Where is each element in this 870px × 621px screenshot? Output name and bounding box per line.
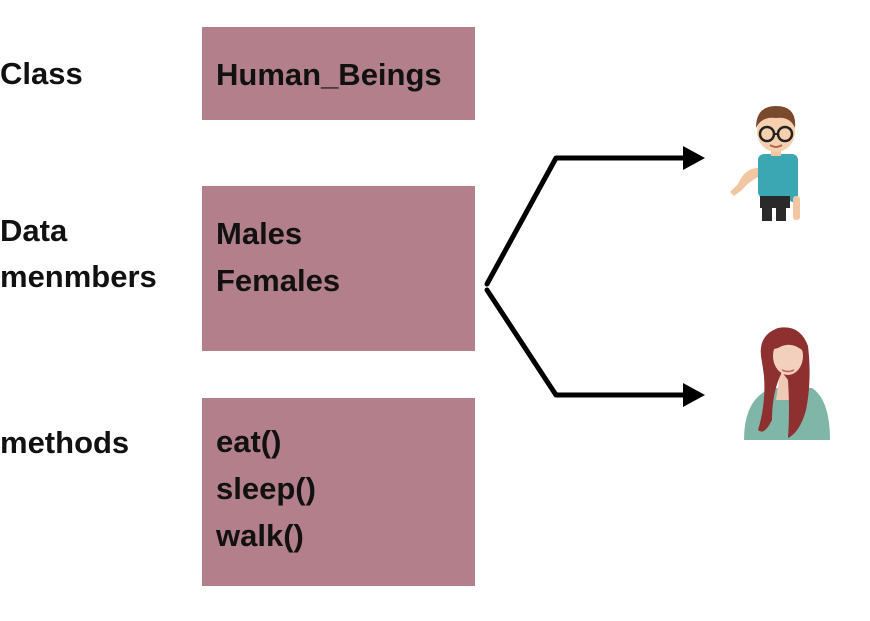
method-item: walk()	[216, 518, 304, 553]
data-members-label: Data menmbers	[0, 208, 157, 300]
data-members-label-line-2: menmbers	[0, 259, 157, 294]
arrow-to-female	[484, 287, 691, 398]
arrowhead-bottom	[683, 383, 705, 407]
class-box: Human_Beings	[202, 27, 475, 120]
methods-label: methods	[0, 425, 130, 460]
data-members-box: Males Females	[202, 186, 475, 351]
branch-arrows	[484, 155, 691, 398]
data-member-item: Females	[216, 263, 341, 298]
arrowhead-top	[683, 146, 705, 170]
arrow-to-male	[484, 155, 691, 287]
data-members-label-line-1: Data	[0, 213, 68, 248]
methods-box: eat() sleep() walk()	[202, 398, 475, 586]
male-avatar-icon	[730, 106, 800, 221]
method-item: sleep()	[216, 471, 316, 506]
class-label: Class	[0, 56, 83, 91]
data-member-item: Males	[216, 216, 303, 251]
method-item: eat()	[216, 424, 282, 459]
female-avatar-icon	[744, 327, 830, 440]
class-name: Human_Beings	[216, 57, 442, 92]
